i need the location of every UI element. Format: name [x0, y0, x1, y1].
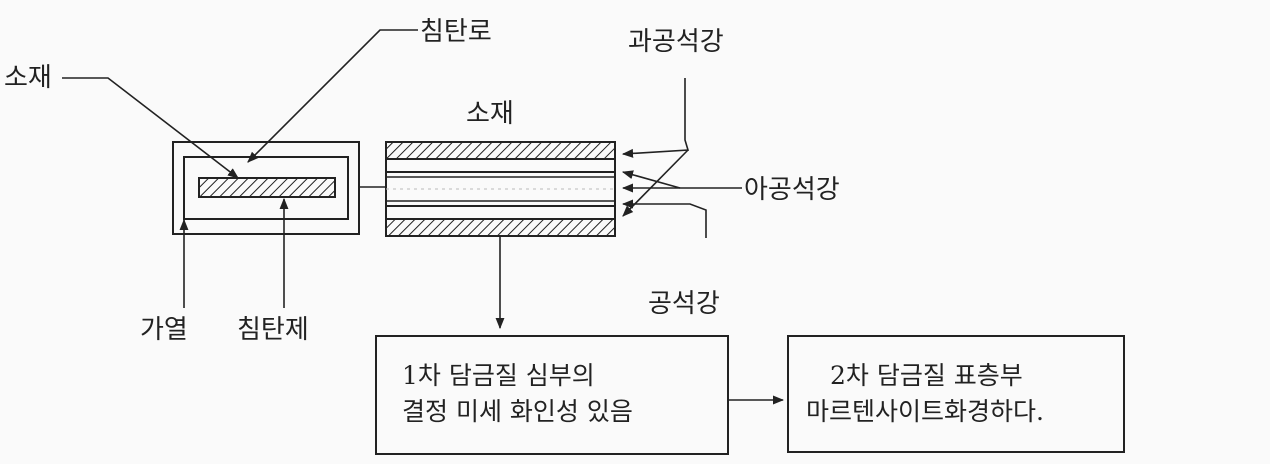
material-left-leader: [62, 77, 239, 179]
first-quench-line1: 1차 담금질 심부의: [402, 361, 595, 390]
hypereutectoid-leader-upper: [621, 78, 690, 158]
hypereutectoid-label: 과공석강: [628, 27, 724, 57]
eutectoid-label: 공석강: [648, 289, 720, 319]
furnace-inner-chamber: [183, 156, 349, 220]
hypereutectoid-leader-lower: [622, 149, 689, 217]
bottom-hatched-layer: [385, 218, 616, 237]
material-top-label: 소재: [466, 99, 514, 129]
leader-lines: [62, 29, 785, 405]
second-quench-box: [787, 335, 1125, 453]
hypoeutectoid-leader-top: [621, 170, 681, 189]
hypoeutectoid-label: 아공석강: [744, 175, 840, 205]
furnace-outer-wall: [172, 141, 360, 235]
material-left-label: 소재: [4, 63, 52, 93]
heating-label: 가열: [140, 315, 188, 345]
second-quench-line2: 마르텐사이트화경하다.: [806, 397, 1044, 426]
eutectoid-leader: [621, 199, 707, 238]
top-hatched-layer: [385, 141, 616, 160]
first-quench-line2: 결정 미세 화인성 있음: [402, 397, 633, 426]
carburizing-agent-label: 침탄제: [237, 315, 309, 345]
second-quench-line1: 2차 담금질 표층부: [830, 361, 1023, 390]
layered-material: [385, 141, 616, 237]
furnace-label: 침탄로: [420, 17, 492, 47]
first-quench-box: [375, 335, 729, 455]
furnace-leader: [247, 29, 418, 163]
material-bar: [198, 177, 336, 198]
carburizing-furnace: [172, 141, 360, 235]
